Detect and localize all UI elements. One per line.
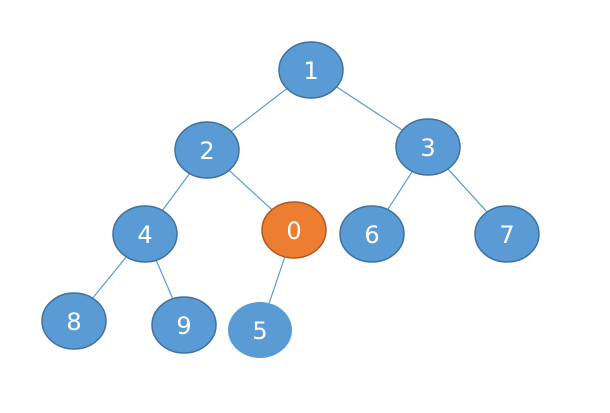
node-label: 6 xyxy=(364,221,379,249)
node-circle xyxy=(261,201,327,259)
edge-n4-n9 xyxy=(155,259,174,300)
tree-node-6: 6 xyxy=(339,205,405,263)
node-circle xyxy=(151,296,217,354)
node-label: 9 xyxy=(176,312,191,340)
node-label: 3 xyxy=(420,134,435,162)
node-label: 4 xyxy=(137,221,152,249)
node-circle xyxy=(474,205,540,263)
nodes-layer: 1 2 3 4 0 6 7 8 9 5 xyxy=(41,41,540,358)
edges-layer xyxy=(92,86,488,304)
node-label: 0 xyxy=(286,217,301,245)
tree-node-1: 1 xyxy=(278,41,344,99)
node-circle xyxy=(278,41,344,99)
edge-n3-n6 xyxy=(387,171,413,210)
node-label: 1 xyxy=(303,57,318,85)
edge-n1-n3 xyxy=(336,86,403,131)
edge-n1-n2 xyxy=(230,88,288,132)
tree-node-2: 2 xyxy=(174,121,240,179)
node-circle xyxy=(112,205,178,263)
node-label: 8 xyxy=(66,308,81,336)
tree-node-0: 0 xyxy=(261,201,327,259)
tree-node-9: 9 xyxy=(151,296,217,354)
edge-n2-n4 xyxy=(161,173,191,211)
edge-n3-n7 xyxy=(447,168,488,213)
node-label: 2 xyxy=(199,137,214,165)
node-circle xyxy=(41,292,107,350)
node-circle xyxy=(339,205,405,263)
node-circle xyxy=(395,118,461,176)
tree-node-4: 4 xyxy=(112,205,178,263)
node-label: 5 xyxy=(252,317,267,345)
tree-node-5: 5 xyxy=(228,302,292,358)
edge-n0-n5 xyxy=(268,256,286,304)
node-label: 7 xyxy=(499,221,514,249)
edge-n4-n8 xyxy=(92,256,127,299)
node-circle xyxy=(228,302,292,358)
tree-node-7: 7 xyxy=(474,205,540,263)
edge-n2-n0 xyxy=(228,169,273,211)
tree-node-8: 8 xyxy=(41,292,107,350)
tree-node-3: 3 xyxy=(395,118,461,176)
node-circle xyxy=(174,121,240,179)
